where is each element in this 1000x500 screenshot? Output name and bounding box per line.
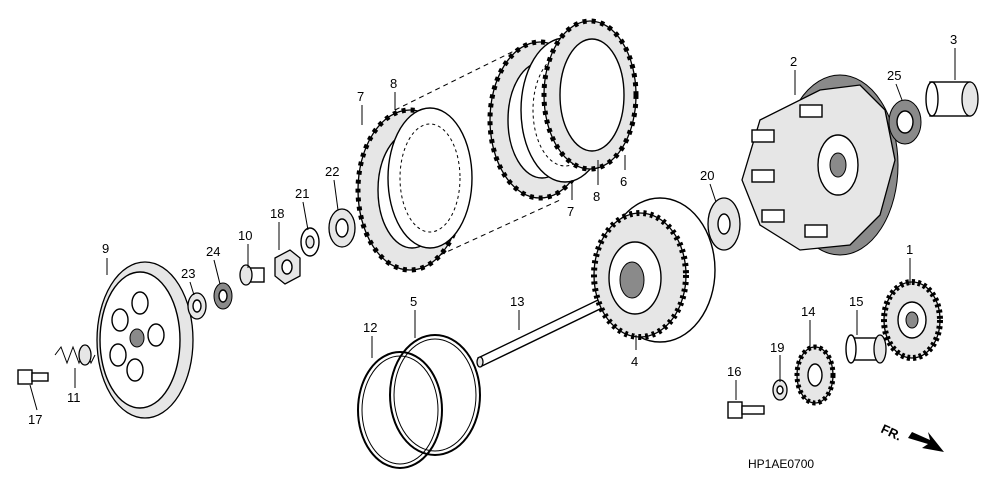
callout-1: 1 xyxy=(906,242,913,257)
bearing-24-part xyxy=(213,282,233,310)
callout-19: 19 xyxy=(770,340,784,355)
callout-16: 16 xyxy=(727,364,741,379)
washer-23-part xyxy=(187,292,207,320)
washer-21-part xyxy=(300,227,320,257)
callout-7-front: 7 xyxy=(357,89,364,104)
callout-25: 25 xyxy=(887,68,901,83)
diagram-code: HP1AE0700 xyxy=(748,457,814,471)
pressure-plate-part xyxy=(96,261,194,419)
direction-label: FR. xyxy=(879,421,904,443)
callout-6: 6 xyxy=(620,174,627,189)
callout-17: 17 xyxy=(28,412,42,427)
bolt-17-part xyxy=(17,369,49,385)
callout-8-front: 8 xyxy=(390,76,397,91)
washer-19-part xyxy=(772,379,788,401)
clutch-spring-part xyxy=(54,344,96,366)
callout-11: 11 xyxy=(67,390,81,405)
callout-21: 21 xyxy=(295,186,309,201)
thrust-washer-part xyxy=(707,197,741,251)
drive-gear-part xyxy=(881,279,943,361)
callout-3: 3 xyxy=(950,32,957,47)
callout-8-rear: 8 xyxy=(593,189,600,204)
callout-10: 10 xyxy=(238,228,252,243)
callout-9: 9 xyxy=(102,241,109,256)
clutch-pack-guide-lines xyxy=(394,47,561,256)
gear-collar-part xyxy=(845,334,887,364)
friction-disc-outer-part xyxy=(541,18,639,172)
collar-part xyxy=(925,81,979,117)
front-direction-indicator: FR. xyxy=(879,421,944,452)
callout-12: 12 xyxy=(363,320,377,335)
callout-22: 22 xyxy=(325,164,339,179)
lifter-piece-part xyxy=(239,264,265,286)
callout-5: 5 xyxy=(410,294,417,309)
gear-14-part xyxy=(794,344,836,406)
part-callouts: 1 2 3 4 5 6 7 7 8 8 9 10 11 12 13 14 15 … xyxy=(28,32,957,427)
callout-23: 23 xyxy=(181,266,195,281)
clutch-plate-front-part xyxy=(387,107,473,249)
clutch-center-part xyxy=(591,197,716,343)
needle-bearing-part xyxy=(888,99,922,145)
callout-7-rear: 7 xyxy=(567,204,574,219)
front-arrow-icon xyxy=(908,432,944,452)
callout-20: 20 xyxy=(700,168,714,183)
callout-2: 2 xyxy=(790,54,797,69)
callout-15: 15 xyxy=(849,294,863,309)
lock-washer-part xyxy=(328,208,356,248)
ring-5-part xyxy=(389,334,481,456)
lifter-rod-part xyxy=(476,299,603,368)
leader-lines xyxy=(29,48,956,411)
callout-24: 24 xyxy=(206,244,220,259)
callout-18: 18 xyxy=(270,206,284,221)
callout-13: 13 xyxy=(510,294,524,309)
clutch-outer-part xyxy=(741,74,899,256)
callout-14: 14 xyxy=(801,304,815,319)
lock-nut-part xyxy=(274,249,301,285)
callout-4: 4 xyxy=(631,354,638,369)
bolt-16-part xyxy=(727,401,765,419)
